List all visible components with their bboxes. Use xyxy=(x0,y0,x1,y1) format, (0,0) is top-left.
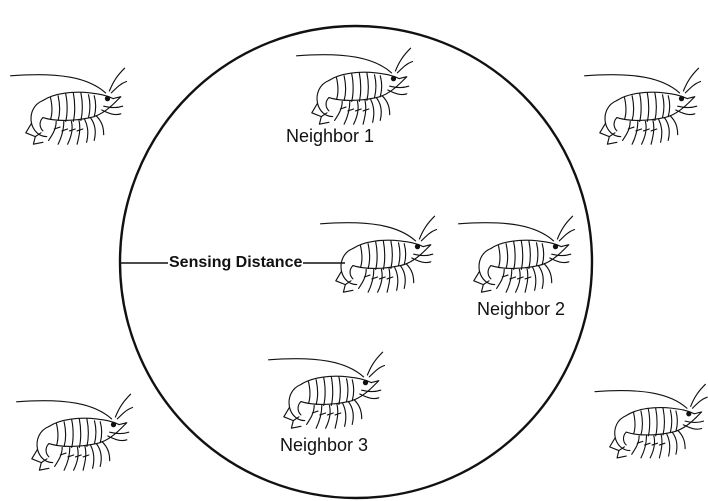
neighbor-3-label: Neighbor 3 xyxy=(280,435,368,455)
neighbor-1-label: Neighbor 1 xyxy=(286,126,374,146)
shrimp-icon xyxy=(585,68,701,144)
shrimp-icon xyxy=(269,352,385,428)
shrimp-icon xyxy=(11,68,127,144)
shrimp-icon xyxy=(459,216,575,292)
neighbor-2-label: Neighbor 2 xyxy=(477,299,565,319)
shrimp-icon xyxy=(595,384,707,458)
shrimp-icon xyxy=(321,216,437,292)
sensing-distance-label: Sensing Distance xyxy=(168,253,303,273)
shrimp-icon xyxy=(297,48,413,124)
shrimp-icon xyxy=(17,394,133,470)
